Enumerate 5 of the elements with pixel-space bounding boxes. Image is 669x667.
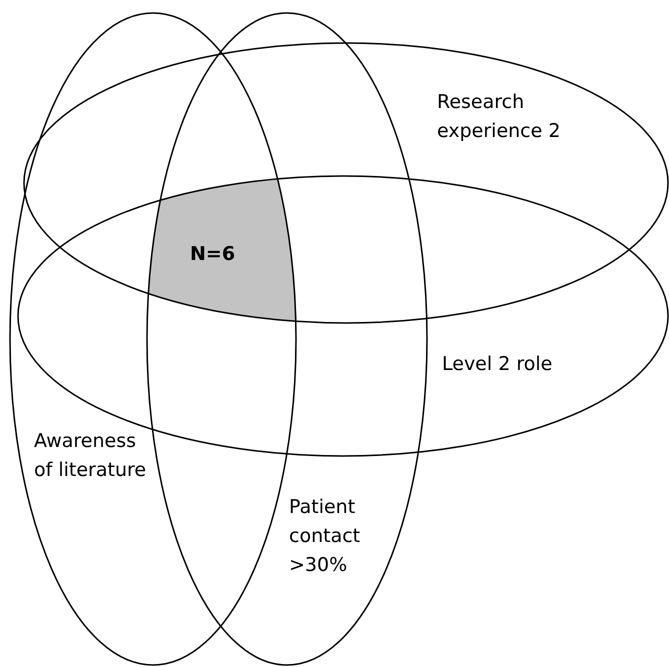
set-label: Patient contact >30% (289, 495, 362, 578)
set-label: Level 2 role (442, 352, 554, 377)
count-label: N=6 (190, 242, 236, 267)
set-label: Research experience 2 (437, 90, 562, 144)
set-label: Awareness of literature (34, 429, 148, 483)
